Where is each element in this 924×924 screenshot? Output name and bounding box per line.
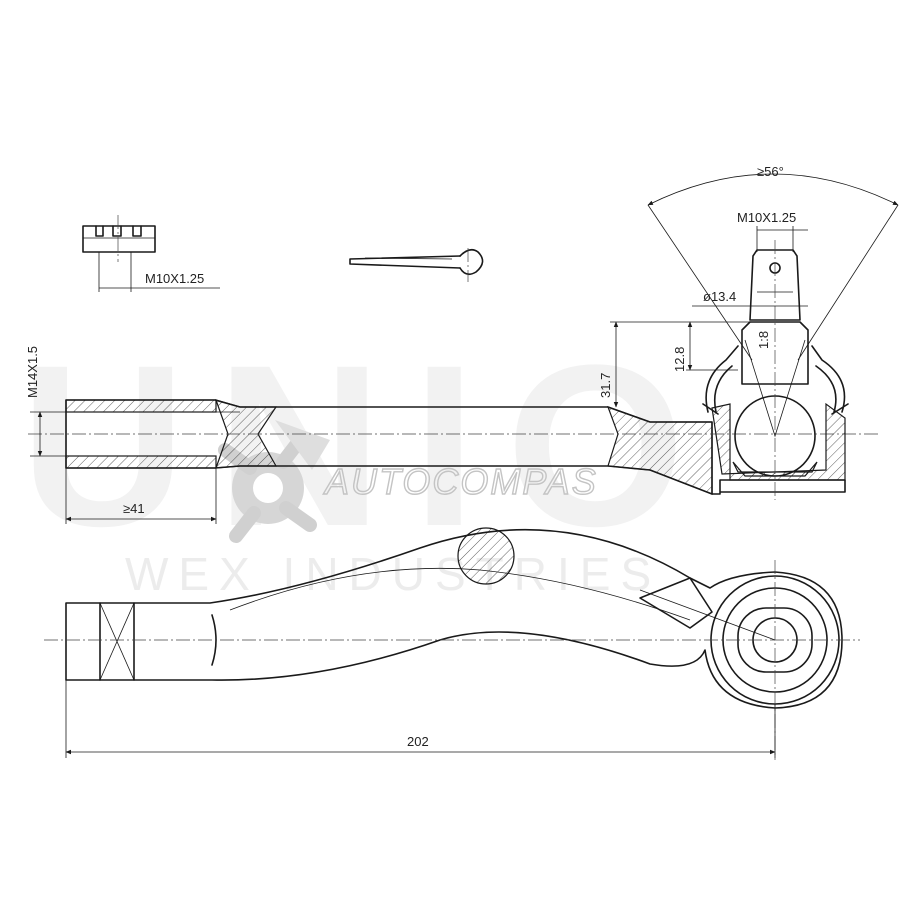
overall-dimension: 202 (65, 680, 776, 758)
watermark-sub-text: WEX INDUSTRIES (125, 548, 661, 600)
height-small-label: 12.8 (672, 347, 687, 372)
watermark-brand-text: AUTOCOMPAS (323, 461, 598, 502)
angle-label: ≥56° (757, 164, 784, 179)
thread-length-label: ≥41 (123, 501, 145, 516)
stud-thread-label: M10X1.25 (737, 210, 796, 225)
thread-hatch-top (65, 399, 217, 413)
ball-diameter-label: ø13.4 (703, 289, 736, 304)
cotter-pin (349, 248, 484, 282)
watermark: UNIO WEX INDUSTRIES AUTOCOMPAS (20, 317, 715, 600)
inner-thread-label: M14X1.5 (25, 346, 40, 398)
height-large-label: 31.7 (598, 373, 613, 398)
overall-length-label: 202 (407, 734, 429, 749)
section-view: 1:8 (28, 240, 880, 500)
plan-view (44, 527, 860, 760)
arm-section-hatch (457, 527, 515, 585)
castle-nut: M10X1.25 (82, 215, 220, 292)
section-dimensions: ≥56° M10X1.25 ø13.4 12.8 31.7 M14X1.5 ≥4… (25, 164, 899, 524)
watermark-big-text: UNIO (20, 317, 715, 574)
taper-label: 1:8 (756, 331, 771, 349)
thread-hatch-bottom (65, 455, 217, 469)
nut-thread-label: M10X1.25 (145, 271, 204, 286)
